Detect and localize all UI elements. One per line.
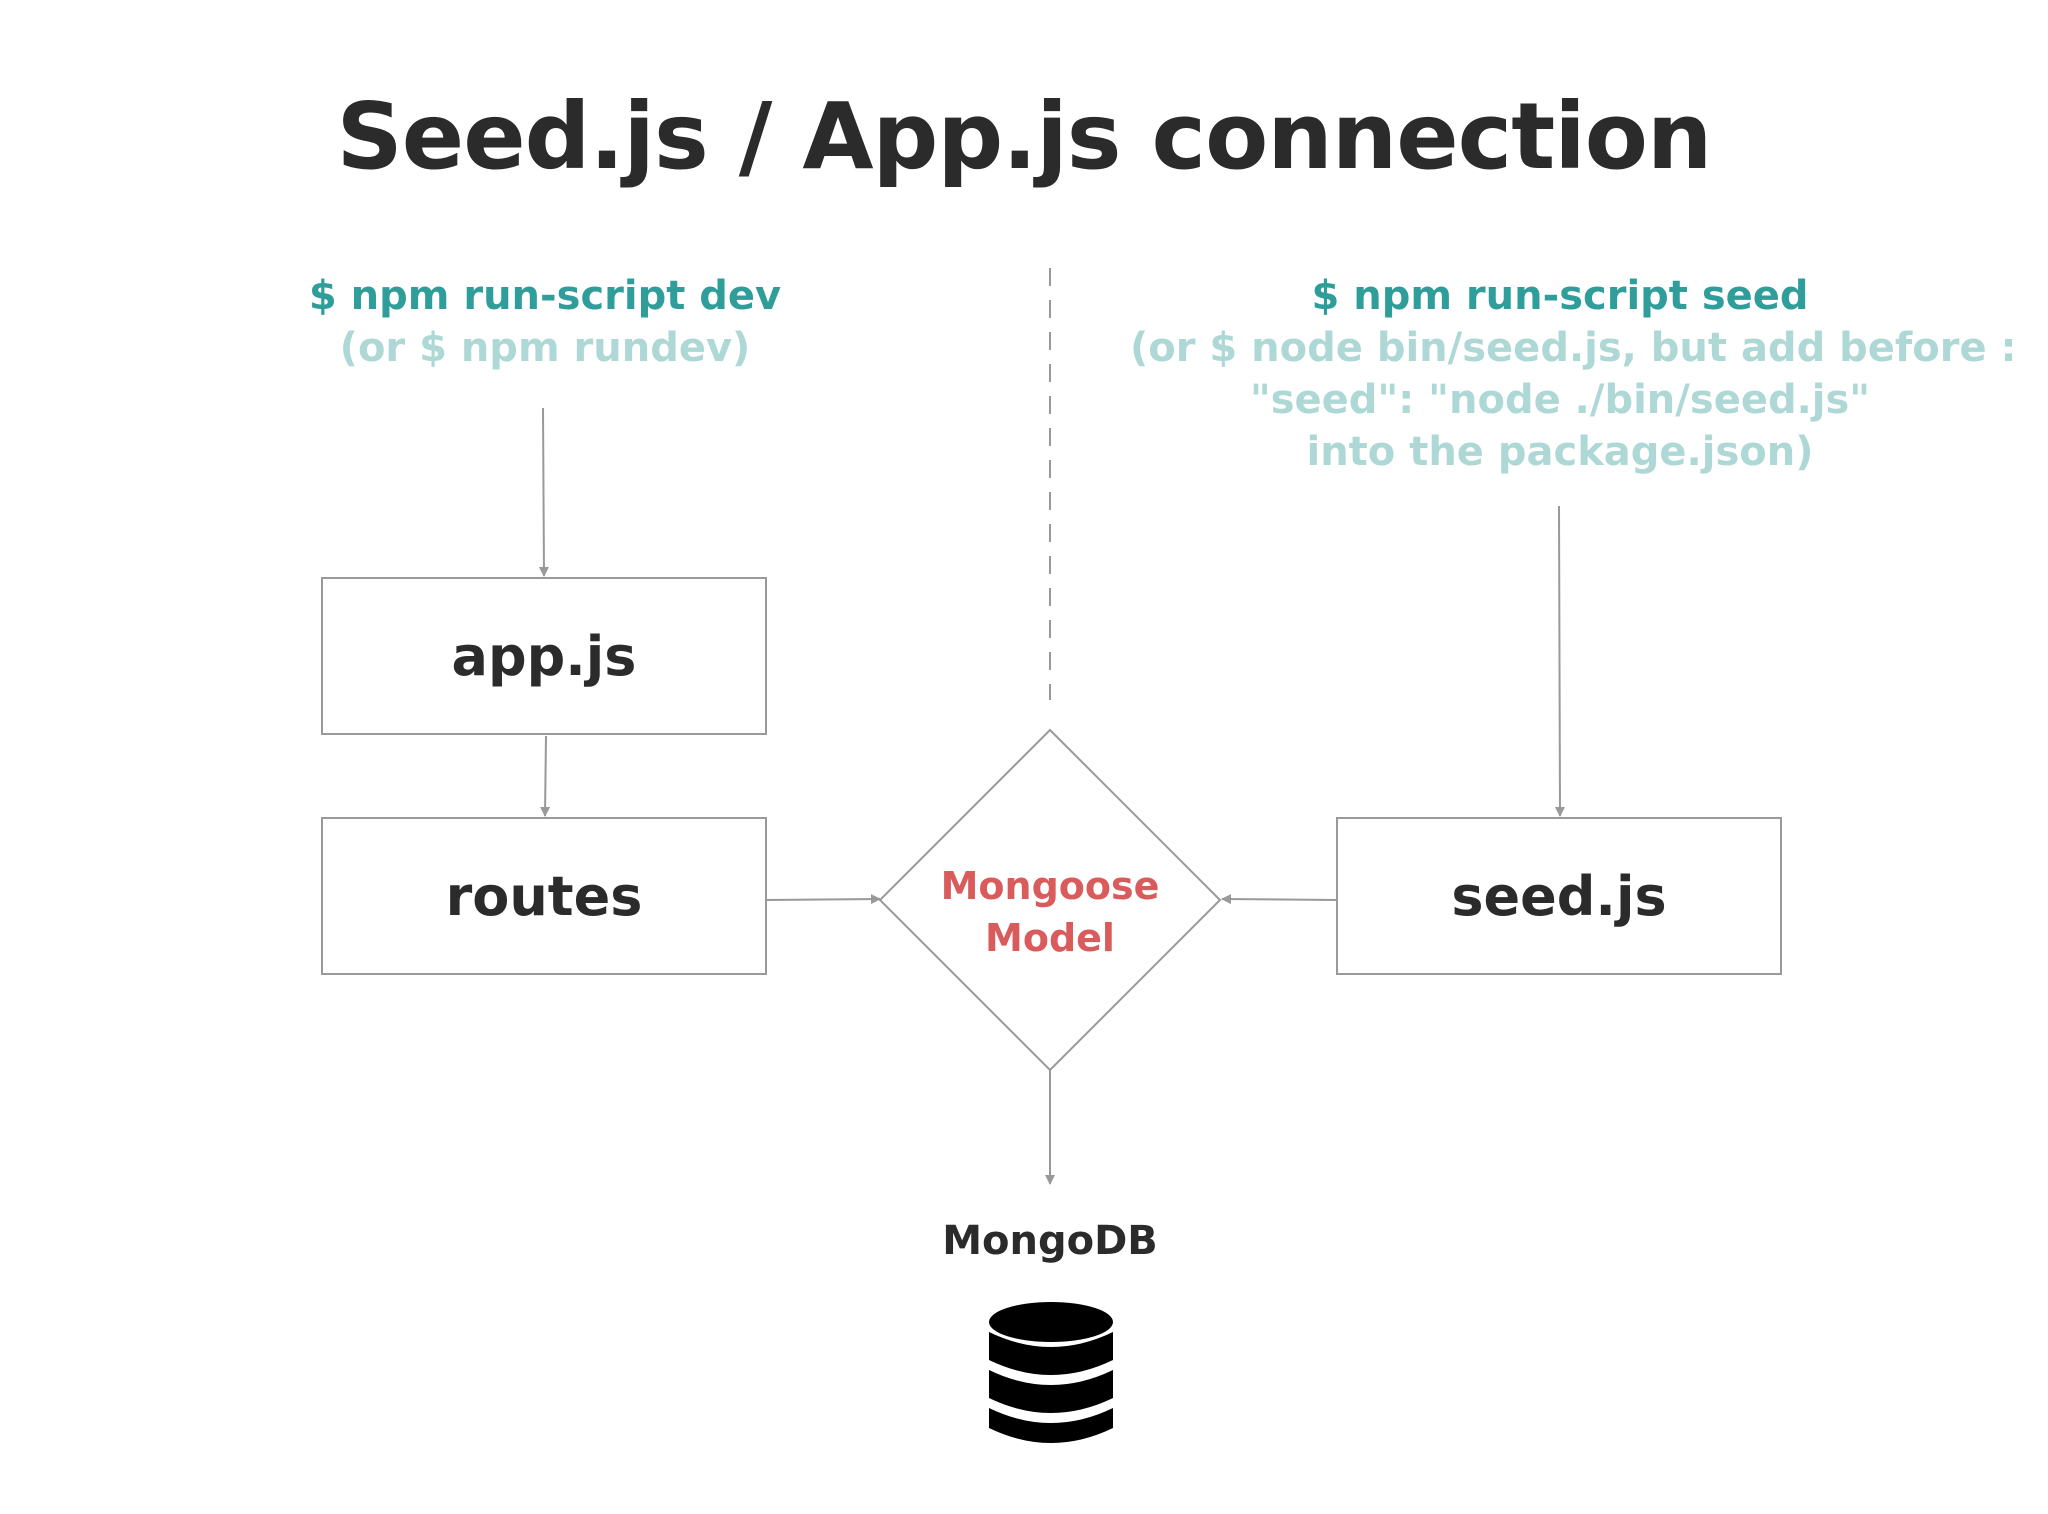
arrow-routes-to-model <box>765 894 881 905</box>
model-diamond <box>878 728 1222 1072</box>
model-label-line1: Mongoose <box>940 864 1160 908</box>
dev-command: $ npm run-script dev (or $ npm rundev) <box>300 270 790 374</box>
routes-box <box>321 817 767 975</box>
model-label-line2: Model <box>985 916 1115 960</box>
database-icon <box>989 1302 1113 1443</box>
seed-command-main: $ npm run-script seed <box>1311 273 1809 319</box>
arrow-seed-cmd-to-seed <box>1554 505 1565 817</box>
seed-box <box>1336 817 1782 975</box>
seed-label: seed.js <box>1451 864 1667 928</box>
model-label: Mongoose Model <box>900 860 1200 964</box>
dev-command-main: $ npm run-script dev <box>308 273 782 319</box>
seed-command: $ npm run-script seed (or $ node bin/see… <box>1130 270 2017 478</box>
app-box <box>321 577 767 735</box>
db-label: MongoDB <box>942 1218 1158 1264</box>
arrow-dev-to-app <box>538 407 549 577</box>
dev-command-alt: (or $ npm rundev) <box>339 325 751 371</box>
seed-command-alt-line: "seed": "node ./bin/seed.js" <box>1249 377 1871 423</box>
seed-command-alt-line: into the package.json) <box>1306 429 1814 475</box>
page-title: Seed.js / App.js connection <box>336 83 1713 190</box>
routes-label: routes <box>445 864 643 928</box>
arrow-app-to-routes <box>540 735 551 817</box>
arrow-seed-to-model <box>1221 894 1338 905</box>
app-label: app.js <box>451 624 637 688</box>
seed-command-alt-line: (or $ node bin/seed.js, but add before : <box>1130 325 2017 371</box>
